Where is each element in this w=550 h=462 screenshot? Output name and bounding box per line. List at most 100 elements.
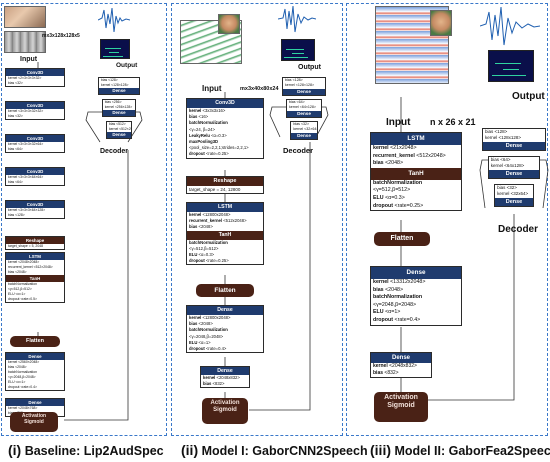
layer-param: bias <2048>	[8, 365, 27, 369]
layer-param: LeakyRelu <α=0.3>	[187, 133, 263, 139]
caption-text: Model I: GaborCNN2Speech	[198, 444, 368, 458]
output-label: Output	[116, 62, 138, 69]
param-name: kernel	[373, 279, 389, 285]
layer-param: kernel <128×128>	[101, 83, 129, 87]
layer-param: dropout <rate=0.25>	[187, 151, 263, 157]
layer-param: kernel <3x3x3x16>	[187, 108, 263, 114]
param-name: kernel	[189, 315, 202, 320]
layer-param: kernel <32×64>	[293, 127, 317, 132]
layer-param: kernel <256×128>	[104, 105, 133, 109]
layer-param: <pool_size=2,2,1;strides=2,2,1>	[187, 145, 263, 151]
panel-baseline	[1, 3, 167, 436]
caption-text: Baseline: Lip2AudSpec	[21, 444, 164, 458]
layer-param: bias <2048>	[8, 270, 27, 274]
layer-title: Conv3D	[6, 69, 64, 76]
decoder-layer: bias <32>kernel <32x64>Dense	[494, 184, 534, 207]
layer-param: batchNormalization	[187, 327, 263, 333]
layer-param: bias <64>	[8, 180, 23, 184]
layer-param: kernel <2560×2048>	[8, 360, 40, 364]
layer-param: bias <832>	[201, 381, 249, 387]
layer-param: maxPooling3D	[187, 139, 263, 145]
layer-param: kernel <2048×2048>	[8, 260, 40, 264]
layer-param: dropout <rate=0.4>	[371, 317, 461, 325]
param-value: <rate=0.4>	[204, 346, 227, 352]
layer-title: Dense	[371, 353, 431, 363]
waveform	[277, 5, 317, 33]
param-name: dropout	[373, 202, 394, 209]
layer-title: Dense	[6, 399, 64, 406]
layer-param: bias <64>	[288, 100, 305, 104]
decoder-layer: bias <128>kernel <128x128>Dense	[482, 128, 546, 151]
layer-param: batchNormalization	[8, 370, 38, 374]
layer-param: target_shape = 24, 12800	[189, 187, 241, 192]
param-name: ELU	[189, 252, 198, 258]
caption-lead: (ii)	[181, 442, 199, 458]
spectrogram	[488, 50, 534, 82]
param-name: bias	[373, 370, 384, 377]
layer-param: <γ=2048,β=2048>	[187, 334, 263, 340]
param-value: <2048x832>	[215, 375, 240, 380]
layer-title: LSTM	[371, 133, 461, 145]
layer-param: kernel <21x2048>	[371, 145, 461, 153]
param-name: bias	[203, 381, 212, 387]
layer-title: LSTM	[6, 253, 64, 260]
param-name: batchNormalization	[373, 179, 423, 186]
layer-param: kernel <2048x832>	[201, 375, 249, 381]
layer-param: bias <832>	[371, 370, 431, 377]
param-value: <γ=512,β=512>	[189, 245, 219, 251]
decoder-label: Decoder	[283, 146, 314, 155]
decoder-label: Decoder	[100, 148, 129, 155]
input-shape: mx3x128x128x5	[42, 33, 80, 39]
param-name: ELU	[373, 309, 384, 316]
layer-param: kernel <64x128>	[490, 163, 525, 169]
layer-param: ELU <α=1>	[371, 309, 461, 317]
param-name: bias	[189, 224, 198, 230]
param-name: dropout	[373, 316, 394, 323]
layer-param: bias <64>	[490, 157, 511, 162]
layer-param: dropout <rate=0.4>	[187, 346, 263, 352]
activation-title: TanH	[371, 167, 461, 180]
layer-param: <γ=512,β=512>	[187, 246, 263, 252]
layer-param: dropout <rate=0.5>	[8, 297, 37, 301]
layer-param: kernel <3×3×3×32×64>	[8, 142, 44, 146]
layer-param: bias <2048>	[187, 224, 263, 230]
param-value: <α=0.3>	[197, 252, 215, 258]
param-value: <21x2048>	[388, 145, 417, 151]
layer-param: ELU <α=1>	[187, 340, 263, 346]
panel-model-2	[346, 3, 548, 436]
layer-param: bias <512>	[108, 122, 126, 126]
decoder-dense-title: Dense	[283, 88, 325, 96]
layer-param: kernel <3×3×3×64×128>	[8, 208, 46, 212]
output-label: Output	[298, 64, 321, 71]
param-value: <α=0.3>	[383, 194, 405, 201]
param-name: batchNormalization	[373, 294, 423, 301]
param-value: <2048>	[383, 160, 404, 167]
layer-title: Conv3D	[6, 201, 64, 208]
waveform	[479, 6, 541, 46]
layer-param: dropout <rate=0.25>	[371, 203, 461, 211]
param-name: dropout	[189, 346, 205, 352]
input-face-frames	[4, 6, 46, 28]
input-shape: n x 26 x 21	[430, 117, 476, 127]
layer-param: <γ=24, β=24>	[187, 127, 263, 133]
param-name: recurrent_kernel	[373, 152, 415, 159]
param-value: <γ=2048,β=2048>	[189, 333, 224, 339]
param-name: kernel	[373, 363, 388, 369]
layer-param: kernel <13312x2048>	[371, 279, 461, 287]
param-value: <832>	[383, 370, 399, 377]
layer-param: bias <32>	[293, 122, 310, 126]
flatten-block: Flatten	[10, 336, 60, 347]
layer-param: bias <256>	[104, 100, 122, 104]
layer-param: kernel <512×256>	[108, 127, 131, 131]
